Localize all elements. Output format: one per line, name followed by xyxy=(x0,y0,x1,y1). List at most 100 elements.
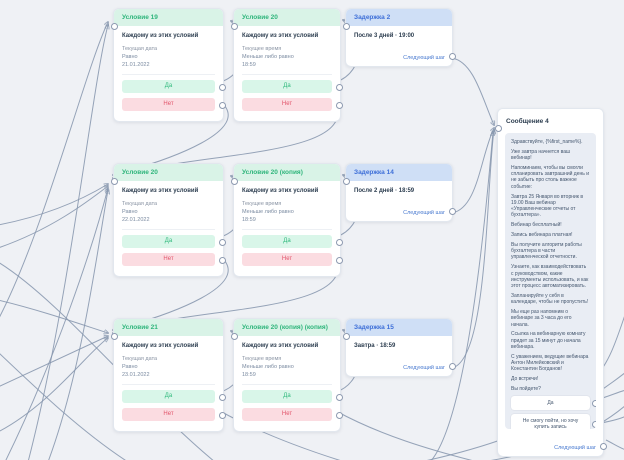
no-button[interactable]: Нет xyxy=(242,253,343,266)
input-port[interactable] xyxy=(342,23,350,30)
message-paragraph: Вебинар бесплатный! xyxy=(511,222,562,229)
condition-node-20-top[interactable]: Условие 20 Каждому из этих условий Текущ… xyxy=(230,8,343,122)
message-paragraph: Здравствуйте, {%first_name%}. xyxy=(511,139,583,145)
no-output-port[interactable] xyxy=(218,412,226,419)
no-button[interactable]: Нет xyxy=(242,408,343,421)
flow-edge xyxy=(0,186,108,248)
yes-output-port[interactable] xyxy=(335,394,343,401)
flow-edge xyxy=(0,338,108,432)
input-port[interactable] xyxy=(230,333,238,340)
next-step-port[interactable] xyxy=(448,53,456,60)
flow-edge xyxy=(0,22,108,318)
no-button[interactable]: Нет xyxy=(242,98,343,111)
no-output-port[interactable] xyxy=(335,102,343,109)
yes-output-port[interactable] xyxy=(335,239,343,246)
input-port[interactable] xyxy=(342,178,350,185)
condition-title: Условие 20 (копия) xyxy=(234,164,340,181)
message-paragraph: Запись вебинара платная! xyxy=(511,232,573,239)
no-button[interactable]: Нет xyxy=(122,253,226,266)
divider xyxy=(242,74,332,75)
condition-node-21[interactable]: Условие 21 Каждому из этих условий Текущ… xyxy=(110,318,226,432)
message-paragraph: С уважением, ведущие вебинара Антон Миле… xyxy=(511,353,589,373)
condition-field: Текущее время xyxy=(242,201,282,207)
input-port[interactable] xyxy=(494,125,502,132)
input-port[interactable] xyxy=(342,333,350,340)
flow-edge xyxy=(0,299,108,333)
quick-reply-button-buy-record[interactable]: Не смогу пойти, но хочу купить запись xyxy=(511,414,596,429)
no-output-port[interactable] xyxy=(335,257,343,264)
yes-label: Да xyxy=(164,393,173,399)
button-output-port[interactable] xyxy=(591,400,596,408)
condition-field: Текущая дата xyxy=(122,201,158,207)
condition-node-20-copy[interactable]: Условие 20 (копия) Каждому из этих услов… xyxy=(230,163,343,277)
input-port[interactable] xyxy=(110,178,118,185)
condition-match-label: Каждому из этих условий xyxy=(242,188,319,194)
next-step-port[interactable] xyxy=(599,443,607,450)
delay-node-2[interactable]: Задержка 2 После 3 дней · 19:00 Следующи… xyxy=(342,8,456,67)
condition-value: 18:59 xyxy=(242,62,256,68)
input-port[interactable] xyxy=(110,333,118,340)
button-output-port[interactable] xyxy=(591,421,596,429)
flow-edge xyxy=(27,25,108,460)
input-port[interactable] xyxy=(230,23,238,30)
condition-field: Текущая дата xyxy=(122,356,158,362)
flow-edge xyxy=(48,190,108,460)
divider xyxy=(122,229,215,230)
condition-node-20-mid[interactable]: Условие 20 Каждому из этих условий Текущ… xyxy=(110,163,226,277)
yes-output-port[interactable] xyxy=(218,239,226,246)
yes-output-port[interactable] xyxy=(218,394,226,401)
no-output-port[interactable] xyxy=(218,102,226,109)
flow-edge xyxy=(0,184,108,226)
condition-title: Условие 20 (копия) (копия) xyxy=(234,319,340,336)
message-paragraph: Вы пойдете? xyxy=(511,386,541,392)
condition-node-19[interactable]: Условие 19 Каждому из этих условий Текущ… xyxy=(110,8,226,122)
condition-match-label: Каждому из этих условий xyxy=(122,33,199,39)
condition-field: Текущая дата xyxy=(122,46,158,52)
next-step-label: Следующий шаг xyxy=(403,365,445,371)
next-step-port[interactable] xyxy=(448,208,456,215)
yes-output-port[interactable] xyxy=(218,84,226,91)
yes-button[interactable]: Да xyxy=(242,390,343,403)
next-step-port[interactable] xyxy=(448,363,456,370)
input-port[interactable] xyxy=(110,23,118,30)
delay-title: Задержка 2 xyxy=(346,9,452,26)
flow-edge xyxy=(451,128,494,214)
next-step-label: Следующий шаг xyxy=(403,210,445,216)
yes-output-port[interactable] xyxy=(335,84,343,91)
input-port[interactable] xyxy=(230,178,238,185)
message-bubble: Здравствуйте, {%first_name%}. Уже завтра… xyxy=(505,133,596,429)
delay-text: После 3 дней · 19:00 xyxy=(354,33,415,39)
divider xyxy=(242,229,332,230)
condition-value: 18:59 xyxy=(242,217,256,223)
delay-node-15[interactable]: Задержка 15 Завтра · 18:59 Следующий шаг xyxy=(342,318,456,377)
yes-button[interactable]: Да xyxy=(242,80,343,93)
yes-button[interactable]: Да xyxy=(122,390,226,403)
yes-button[interactable]: Да xyxy=(122,235,226,248)
delay-text: Завтра · 18:59 xyxy=(354,343,396,349)
condition-operator: Равно xyxy=(122,54,138,60)
message-title: Сообщение 4 xyxy=(498,109,603,130)
yes-label: Да xyxy=(283,238,291,244)
quick-reply-button-yes[interactable]: Да xyxy=(511,396,596,411)
no-button[interactable]: Нет xyxy=(122,98,226,111)
yes-label: Да xyxy=(164,238,173,244)
flow-edge xyxy=(335,410,473,460)
message-paragraph: До встречи! xyxy=(511,376,539,383)
condition-node-20-copy2[interactable]: Условие 20 (копия) (копия) Каждому из эт… xyxy=(230,318,343,432)
flow-edge xyxy=(430,132,493,460)
yes-button[interactable]: Да xyxy=(242,235,343,248)
condition-operator: Равно xyxy=(122,364,138,370)
message-node-4[interactable]: Сообщение 4 Здравствуйте, {%first_name%}… xyxy=(494,108,607,457)
yes-label: Да xyxy=(283,83,291,89)
delay-node-14[interactable]: Задержка 14 После 2 дней · 18:59 Следующ… xyxy=(342,163,456,222)
condition-operator: Равно xyxy=(122,209,138,215)
no-button[interactable]: Нет xyxy=(122,408,226,421)
divider xyxy=(242,384,332,385)
message-paragraph: Уже завтра начнется ваш вебинар! xyxy=(511,148,571,162)
condition-operator: Меньше либо равно xyxy=(242,209,294,215)
no-output-port[interactable] xyxy=(335,412,343,419)
no-output-port[interactable] xyxy=(218,257,226,264)
condition-title: Условие 21 xyxy=(114,319,223,336)
yes-button[interactable]: Да xyxy=(122,80,226,93)
